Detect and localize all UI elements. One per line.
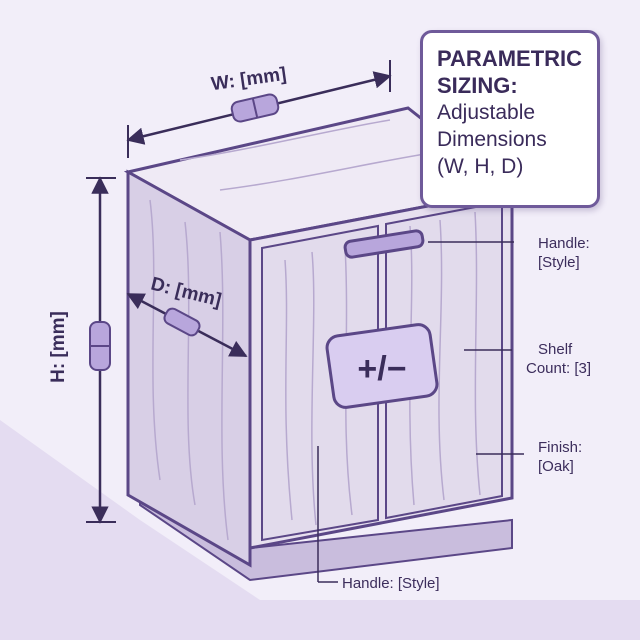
callout-handle-top: Handle: [Style] [538, 234, 590, 272]
callout-lines [317, 241, 524, 583]
subtitle-line-2: Dimensions [437, 128, 547, 151]
floor-shadow [0, 420, 640, 640]
title-card: PARAMETRIC SIZING: Adjustable Dimensions… [420, 30, 600, 208]
title-line-2: SIZING: [437, 73, 518, 98]
callout-finish-line1: Finish: [538, 439, 583, 456]
callout-shelf-count: Shelf Count: [3] [526, 340, 591, 378]
callout-shelf-line1: Shelf [538, 341, 573, 358]
callout-handle-bottom: Handle: [Style] [342, 575, 440, 592]
callout-finish: Finish: [Oak] [538, 438, 582, 476]
subtitle-line-1: Adjustable [437, 101, 536, 124]
size-stepper-button[interactable]: +/− [325, 323, 439, 409]
subtitle-line-3: (W, H, D) [437, 155, 524, 178]
stepper-label: +/− [357, 350, 406, 388]
height-label: H: [mm] [47, 311, 69, 383]
door-handle-top[interactable] [343, 229, 425, 259]
door-right[interactable] [385, 200, 503, 520]
callout-shelf-line2: Count: [3] [526, 360, 592, 377]
callout-handle-top-line2: [Style] [538, 254, 580, 271]
callout-finish-line2: [Oak] [538, 458, 574, 475]
title-line-1: PARAMETRIC [437, 46, 583, 71]
callout-handle-top-line1: Handle: [538, 235, 590, 252]
door-left[interactable] [261, 224, 379, 542]
depth-slider-handle[interactable] [162, 306, 201, 337]
cabinet-side [126, 169, 252, 568]
